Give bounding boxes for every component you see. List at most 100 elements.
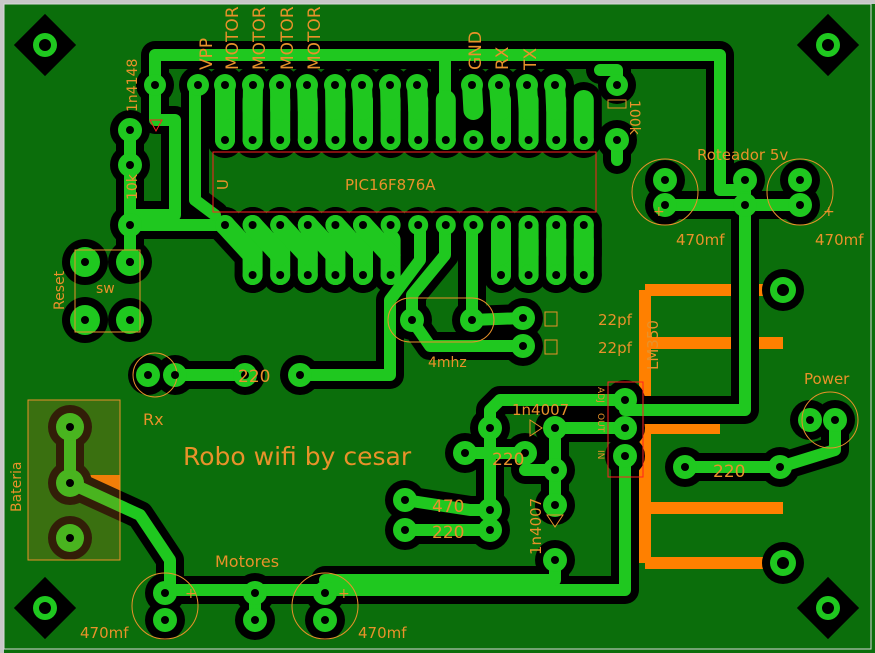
drill-hole bbox=[248, 221, 257, 229]
drill-hole bbox=[66, 423, 74, 431]
drill-hole bbox=[331, 81, 339, 89]
drill-hole bbox=[386, 136, 395, 144]
drill-hole bbox=[221, 81, 229, 89]
crystal-label: 4mhz bbox=[428, 355, 467, 371]
board-title: Robo wifi by cesar bbox=[183, 442, 412, 471]
pin-label-tx: TX bbox=[521, 48, 541, 71]
copper-trace bbox=[619, 174, 751, 416]
drill-hole bbox=[524, 136, 533, 144]
drill-hole bbox=[413, 81, 421, 89]
drill-hole bbox=[401, 496, 409, 504]
plus-marker: + bbox=[653, 204, 665, 220]
copper-trace bbox=[215, 215, 263, 265]
drill-hole bbox=[552, 221, 561, 229]
drill-hole bbox=[524, 221, 533, 229]
cap-22pf-label: 22pf bbox=[598, 311, 633, 329]
diode-1n4148-label: 1n4148 bbox=[125, 59, 141, 112]
switch-label: sw bbox=[96, 281, 115, 297]
drill-hole bbox=[579, 136, 588, 144]
drill-hole bbox=[81, 316, 89, 324]
drill-hole bbox=[221, 136, 229, 144]
drill-hole bbox=[806, 416, 814, 424]
pin-label-motor: MOTOR bbox=[278, 6, 298, 70]
drill-hole bbox=[469, 221, 478, 229]
drill-hole bbox=[303, 221, 312, 229]
copper-trace bbox=[353, 215, 401, 265]
drill-hole bbox=[741, 176, 749, 184]
drill-hole bbox=[276, 136, 285, 144]
drill-hole bbox=[194, 81, 202, 89]
drill-hole bbox=[151, 81, 159, 89]
drill-hole bbox=[461, 449, 469, 457]
drill-hole bbox=[621, 452, 629, 460]
diode-1n4007-label: 1n4007 bbox=[512, 401, 569, 419]
copper-trace bbox=[545, 75, 567, 120]
drill-hole bbox=[822, 602, 834, 614]
drill-hole bbox=[359, 271, 367, 279]
drill-hole bbox=[521, 449, 529, 457]
component-outlines bbox=[27, 99, 859, 640]
drill-hole bbox=[276, 81, 284, 89]
drill-hole bbox=[777, 557, 789, 569]
bateria-label: Bateria bbox=[9, 461, 25, 512]
drill-hole bbox=[66, 479, 74, 487]
bottom-copper-layer bbox=[90, 284, 783, 569]
drill-hole bbox=[486, 526, 494, 534]
drill-hole bbox=[81, 258, 89, 266]
diode-1n4007-label: 1n4007 bbox=[527, 498, 545, 555]
capacitor-symbol bbox=[607, 99, 627, 109]
resistor-220-label: 220 bbox=[713, 462, 745, 482]
drill-hole bbox=[359, 221, 367, 229]
drill-hole bbox=[551, 466, 559, 474]
drill-hole bbox=[276, 221, 285, 229]
copper-trace bbox=[297, 75, 318, 120]
plus-marker: + bbox=[823, 204, 835, 220]
pin-label-gnd: GND bbox=[466, 31, 486, 70]
motores-label: Motores bbox=[215, 552, 279, 571]
resistor-220-label: 220 bbox=[492, 450, 524, 470]
copper-trace bbox=[325, 215, 373, 265]
drill-hole bbox=[468, 81, 476, 89]
diode-symbol bbox=[529, 419, 543, 437]
drill-hole bbox=[249, 81, 257, 89]
rx-connector-label: Rx bbox=[143, 410, 164, 429]
drill-hole bbox=[251, 589, 259, 597]
drill-hole bbox=[796, 176, 804, 184]
cap-470mf-label: 470mf bbox=[80, 624, 129, 642]
cap-470mf-label: 470mf bbox=[676, 231, 725, 249]
drill-hole bbox=[251, 616, 259, 624]
ruler-top bbox=[0, 0, 875, 4]
drill-hole bbox=[621, 396, 629, 404]
drill-hole bbox=[248, 136, 257, 144]
pin-label-motor: MOTOR bbox=[250, 6, 270, 70]
copper-trace bbox=[297, 215, 346, 265]
drill-hole bbox=[331, 271, 340, 279]
power-label: Power bbox=[804, 370, 850, 388]
pin-label-motor: MOTOR bbox=[305, 6, 325, 70]
drill-hole bbox=[552, 271, 561, 279]
drill-hole bbox=[171, 371, 179, 379]
drill-hole bbox=[497, 271, 505, 279]
drill-hole bbox=[358, 81, 366, 89]
drill-hole bbox=[303, 271, 312, 279]
drill-hole bbox=[497, 221, 505, 229]
drill-hole bbox=[486, 424, 494, 432]
drill-hole bbox=[126, 126, 134, 134]
lm350-label: LM350 bbox=[644, 320, 662, 370]
drill-hole bbox=[497, 136, 505, 144]
drill-hole bbox=[331, 136, 340, 144]
plus-marker: + bbox=[338, 586, 350, 602]
drill-hole bbox=[401, 526, 409, 534]
copper-trace bbox=[64, 450, 631, 596]
pin-label-rx: RX bbox=[493, 46, 513, 70]
drill-hole bbox=[441, 136, 450, 144]
board-outline bbox=[3, 3, 872, 650]
drill-hole bbox=[495, 81, 503, 89]
copper-trace bbox=[149, 49, 751, 196]
resistor-10k-label: 10k bbox=[125, 173, 141, 200]
ic-marker: U bbox=[214, 179, 232, 190]
copper-trace bbox=[519, 422, 631, 476]
drill-hole bbox=[241, 371, 249, 379]
drill-hole bbox=[777, 284, 789, 296]
